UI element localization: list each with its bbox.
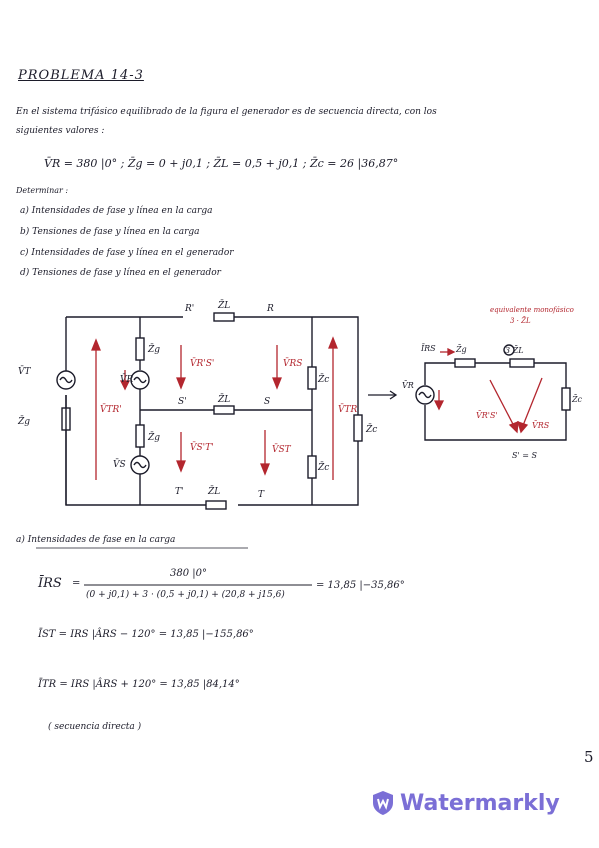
intro-line-1: En el sistema trifásico equilibrado de l… xyxy=(16,107,437,117)
node-r-prime: R' xyxy=(184,304,194,314)
node-s: S xyxy=(264,397,270,407)
eq1-lhs: ĪRS xyxy=(38,576,62,591)
label-zg-left: Z̄g xyxy=(17,415,30,427)
label-vst: V̄ST xyxy=(272,443,292,455)
mono-vrs: V̄RS xyxy=(532,421,550,430)
label-vr: V̄R xyxy=(120,373,133,385)
label-vs: V̄S xyxy=(113,458,126,470)
mono-zl: 3 Z̄L xyxy=(505,346,524,355)
node-t-prime: T' xyxy=(175,487,183,497)
section-a-heading: a) Intensidades de fase en la carga xyxy=(16,535,176,545)
page-number: 5 xyxy=(584,748,594,766)
mono-zc: Z̄c xyxy=(571,395,583,404)
eq1-equals: = xyxy=(72,578,81,589)
mono-vr: V̄R xyxy=(402,381,414,390)
eq1-result: = 13,85 |−35,86° xyxy=(316,580,405,591)
intro-line-2: siguientes valores : xyxy=(16,126,105,136)
eq2: ĪST = IRS |ÂRS − 120° = 13,85 |−155,86° xyxy=(38,629,254,640)
sequence-note: ( secuencia directa ) xyxy=(48,722,142,732)
label-zl-top: Z̄L xyxy=(217,299,230,311)
eq3: ĪTR = IRS |ÂRS + 120° = 13,85 |84,14° xyxy=(38,679,240,690)
label-vtr-prime: V̄TR' xyxy=(100,403,122,415)
label-zg-mid: Z̄g xyxy=(147,343,160,355)
question-d: d) Tensiones de fase y línea en el gener… xyxy=(20,268,221,278)
label-zc-lower: Z̄c xyxy=(317,461,329,473)
watermark-text: Watermarkly xyxy=(400,790,560,816)
mono-irs: ĪRS xyxy=(420,344,436,353)
label-vtr: V̄TR xyxy=(338,403,358,415)
shield-icon xyxy=(373,791,393,815)
label-vst-prime: V̄S'T' xyxy=(190,441,214,453)
node-s-prime: S' xyxy=(178,397,187,407)
mono-vrs-prime: V̄R'S' xyxy=(476,411,498,420)
determine-heading: Determinar : xyxy=(16,186,69,195)
given-values: V̄R = 380 |0° ; Z̄g = 0 + j0,1 ; Z̄L = 0… xyxy=(44,157,399,170)
label-zc-right: Z̄c xyxy=(365,423,377,435)
label-vrs: V̄RS xyxy=(283,357,302,369)
problem-title: PROBLEMA 14-3 xyxy=(18,68,144,83)
label-zl-bottom: Z̄L xyxy=(207,485,220,497)
mono-ratio: 3 · Z̄L xyxy=(510,316,531,325)
node-r: R xyxy=(266,304,274,314)
eq1-denominator: (0 + j0,1) + 3 · (0,5 + j0,1) + (20,8 + … xyxy=(86,590,285,600)
label-vt: V̄T xyxy=(18,365,31,377)
eq1-numerator: 380 |0° xyxy=(170,568,207,579)
question-a: a) Intensidades de fase y línea en la ca… xyxy=(20,206,213,216)
node-t: T xyxy=(258,490,265,500)
mono-note: equivalente monofásico xyxy=(490,306,574,314)
watermark: Watermarkly xyxy=(372,790,560,816)
question-c: c) Intensidades de fase y línea en el ge… xyxy=(20,248,234,258)
mono-node: S' = S xyxy=(512,451,537,460)
question-b: b) Tensiones de fase y línea en la carga xyxy=(20,227,200,237)
label-vrs-prime: V̄R'S' xyxy=(190,357,214,369)
label-zc-upper: Z̄c xyxy=(317,373,329,385)
label-zl-mid: Z̄L xyxy=(217,393,230,405)
mono-zg: Z̄g xyxy=(455,345,467,354)
label-zg-low: Z̄g xyxy=(147,431,160,443)
